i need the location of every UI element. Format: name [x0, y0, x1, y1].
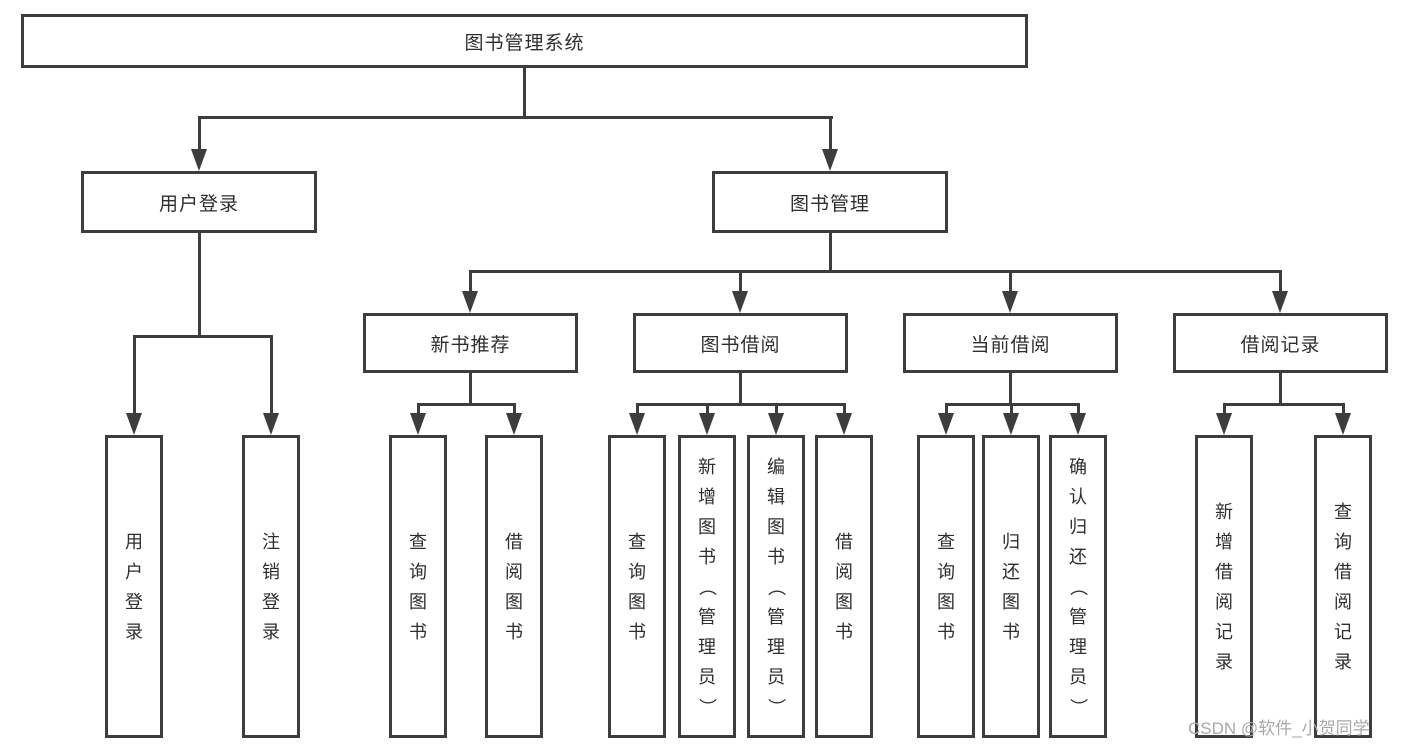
arrow-down-icon: [1216, 413, 1232, 435]
leaf-label: 新增图书（管理员）: [697, 456, 717, 716]
leaf-add-books-admin: 新增图书（管理员）: [678, 435, 736, 738]
node-label: 借阅记录: [1240, 334, 1321, 356]
connector-stem: [1010, 403, 1013, 415]
connector-stem: [775, 403, 778, 415]
arrow-down-icon: [410, 413, 426, 435]
leaf-label: 查询图书: [409, 531, 427, 642]
connector-records-vertical: [1279, 373, 1282, 406]
connector-root-horizontal: [198, 116, 833, 119]
node-borrowing-records: 借阅记录: [1173, 313, 1388, 373]
connector-userlogin-vertical: [198, 233, 201, 338]
arrow-down-icon: [1335, 413, 1351, 435]
csdn-watermark: CSDN @软件_小贺同学: [1188, 719, 1370, 738]
arrow-down-icon: [629, 413, 645, 435]
leaf-add-borrow-record: 新增借阅记录: [1195, 435, 1253, 738]
arrow-down-icon: [768, 413, 784, 435]
leaf-label: 确认归还（管理员）: [1068, 456, 1088, 716]
arrow-down-icon: [191, 149, 207, 171]
connector-stem: [417, 403, 420, 415]
connector-stem: [1279, 270, 1282, 293]
leaf-user-login: 用户登录: [105, 435, 163, 738]
connector-borrowing-horizontal: [636, 403, 846, 406]
leaf-label: 用户登录: [125, 531, 143, 642]
connector-borrowing-vertical: [739, 373, 742, 406]
connector-bookmgmt-vertical: [829, 233, 832, 273]
arrow-down-icon: [462, 291, 478, 313]
leaf-label: 借阅图书: [835, 531, 853, 642]
node-label: 用户登录: [158, 193, 239, 215]
node-label: 当前借阅: [970, 334, 1051, 356]
connector-stem: [1009, 270, 1012, 293]
connector-current-vertical: [1009, 373, 1012, 406]
arrow-down-icon: [938, 413, 954, 435]
node-label: 新书推荐: [430, 334, 511, 356]
leaf-query-books-borrowing: 查询图书: [608, 435, 666, 738]
connector-stem: [270, 335, 273, 415]
connector-stem: [1077, 403, 1080, 415]
leaf-confirm-return-admin: 确认归还（管理员）: [1049, 435, 1107, 738]
leaf-query-books-current: 查询图书: [917, 435, 975, 738]
arrow-down-icon: [822, 149, 838, 171]
arrow-down-icon: [1002, 291, 1018, 313]
arrow-down-icon: [732, 291, 748, 313]
node-root: 图书管理系统: [21, 14, 1028, 68]
node-book-borrowing: 图书借阅: [633, 313, 848, 373]
connector-stem: [945, 403, 948, 415]
node-user-login-group: 用户登录: [81, 171, 317, 233]
arrow-down-icon: [506, 413, 522, 435]
node-current-borrowing: 当前借阅: [903, 313, 1118, 373]
connector-stem: [513, 403, 516, 415]
connector-records-horizontal: [1223, 403, 1345, 406]
connector-stem: [843, 403, 846, 415]
leaf-edit-books-admin: 编辑图书（管理员）: [747, 435, 805, 738]
connector-newbook-horizontal: [417, 403, 516, 406]
leaf-borrow-books-recommend: 借阅图书: [485, 435, 543, 738]
connector-stem: [636, 403, 639, 415]
arrow-down-icon: [126, 413, 142, 435]
arrow-down-icon: [1003, 413, 1019, 435]
connector-stem: [1223, 403, 1226, 415]
connector-stem: [739, 270, 742, 293]
connector-stem: [198, 116, 201, 151]
connector-stem: [829, 116, 832, 151]
connector-userlogin-horizontal: [133, 335, 273, 338]
node-book-management: 图书管理: [712, 171, 948, 233]
arrow-down-icon: [836, 413, 852, 435]
connector-root-vertical: [523, 68, 526, 119]
node-label: 图书借阅: [700, 334, 781, 356]
connector-stem: [706, 403, 709, 415]
connector-bookmgmt-horizontal: [469, 270, 1282, 273]
connector-newbook-vertical: [469, 373, 472, 406]
leaf-label: 查询图书: [628, 531, 646, 642]
node-new-book-recommend: 新书推荐: [363, 313, 578, 373]
connector-stem: [1342, 403, 1345, 415]
arrow-down-icon: [1070, 413, 1086, 435]
leaf-logout: 注销登录: [242, 435, 300, 738]
arrow-down-icon: [1272, 291, 1288, 313]
leaf-query-borrow-record: 查询借阅记录: [1314, 435, 1372, 738]
leaf-label: 编辑图书（管理员）: [766, 456, 786, 716]
leaf-label: 归还图书: [1002, 531, 1020, 642]
node-root-label: 图书管理系统: [464, 32, 585, 54]
leaf-label: 注销登录: [262, 531, 280, 642]
leaf-borrow-books-borrowing: 借阅图书: [815, 435, 873, 738]
arrow-down-icon: [263, 413, 279, 435]
connector-stem: [133, 335, 136, 415]
leaf-label: 借阅图书: [505, 531, 523, 642]
leaf-label: 新增借阅记录: [1215, 501, 1233, 672]
node-label: 图书管理: [789, 193, 870, 215]
leaf-label: 查询借阅记录: [1334, 501, 1352, 672]
arrow-down-icon: [699, 413, 715, 435]
leaf-label: 查询图书: [937, 531, 955, 642]
connector-stem: [469, 270, 472, 293]
leaf-return-books: 归还图书: [982, 435, 1040, 738]
leaf-query-books-recommend: 查询图书: [389, 435, 447, 738]
